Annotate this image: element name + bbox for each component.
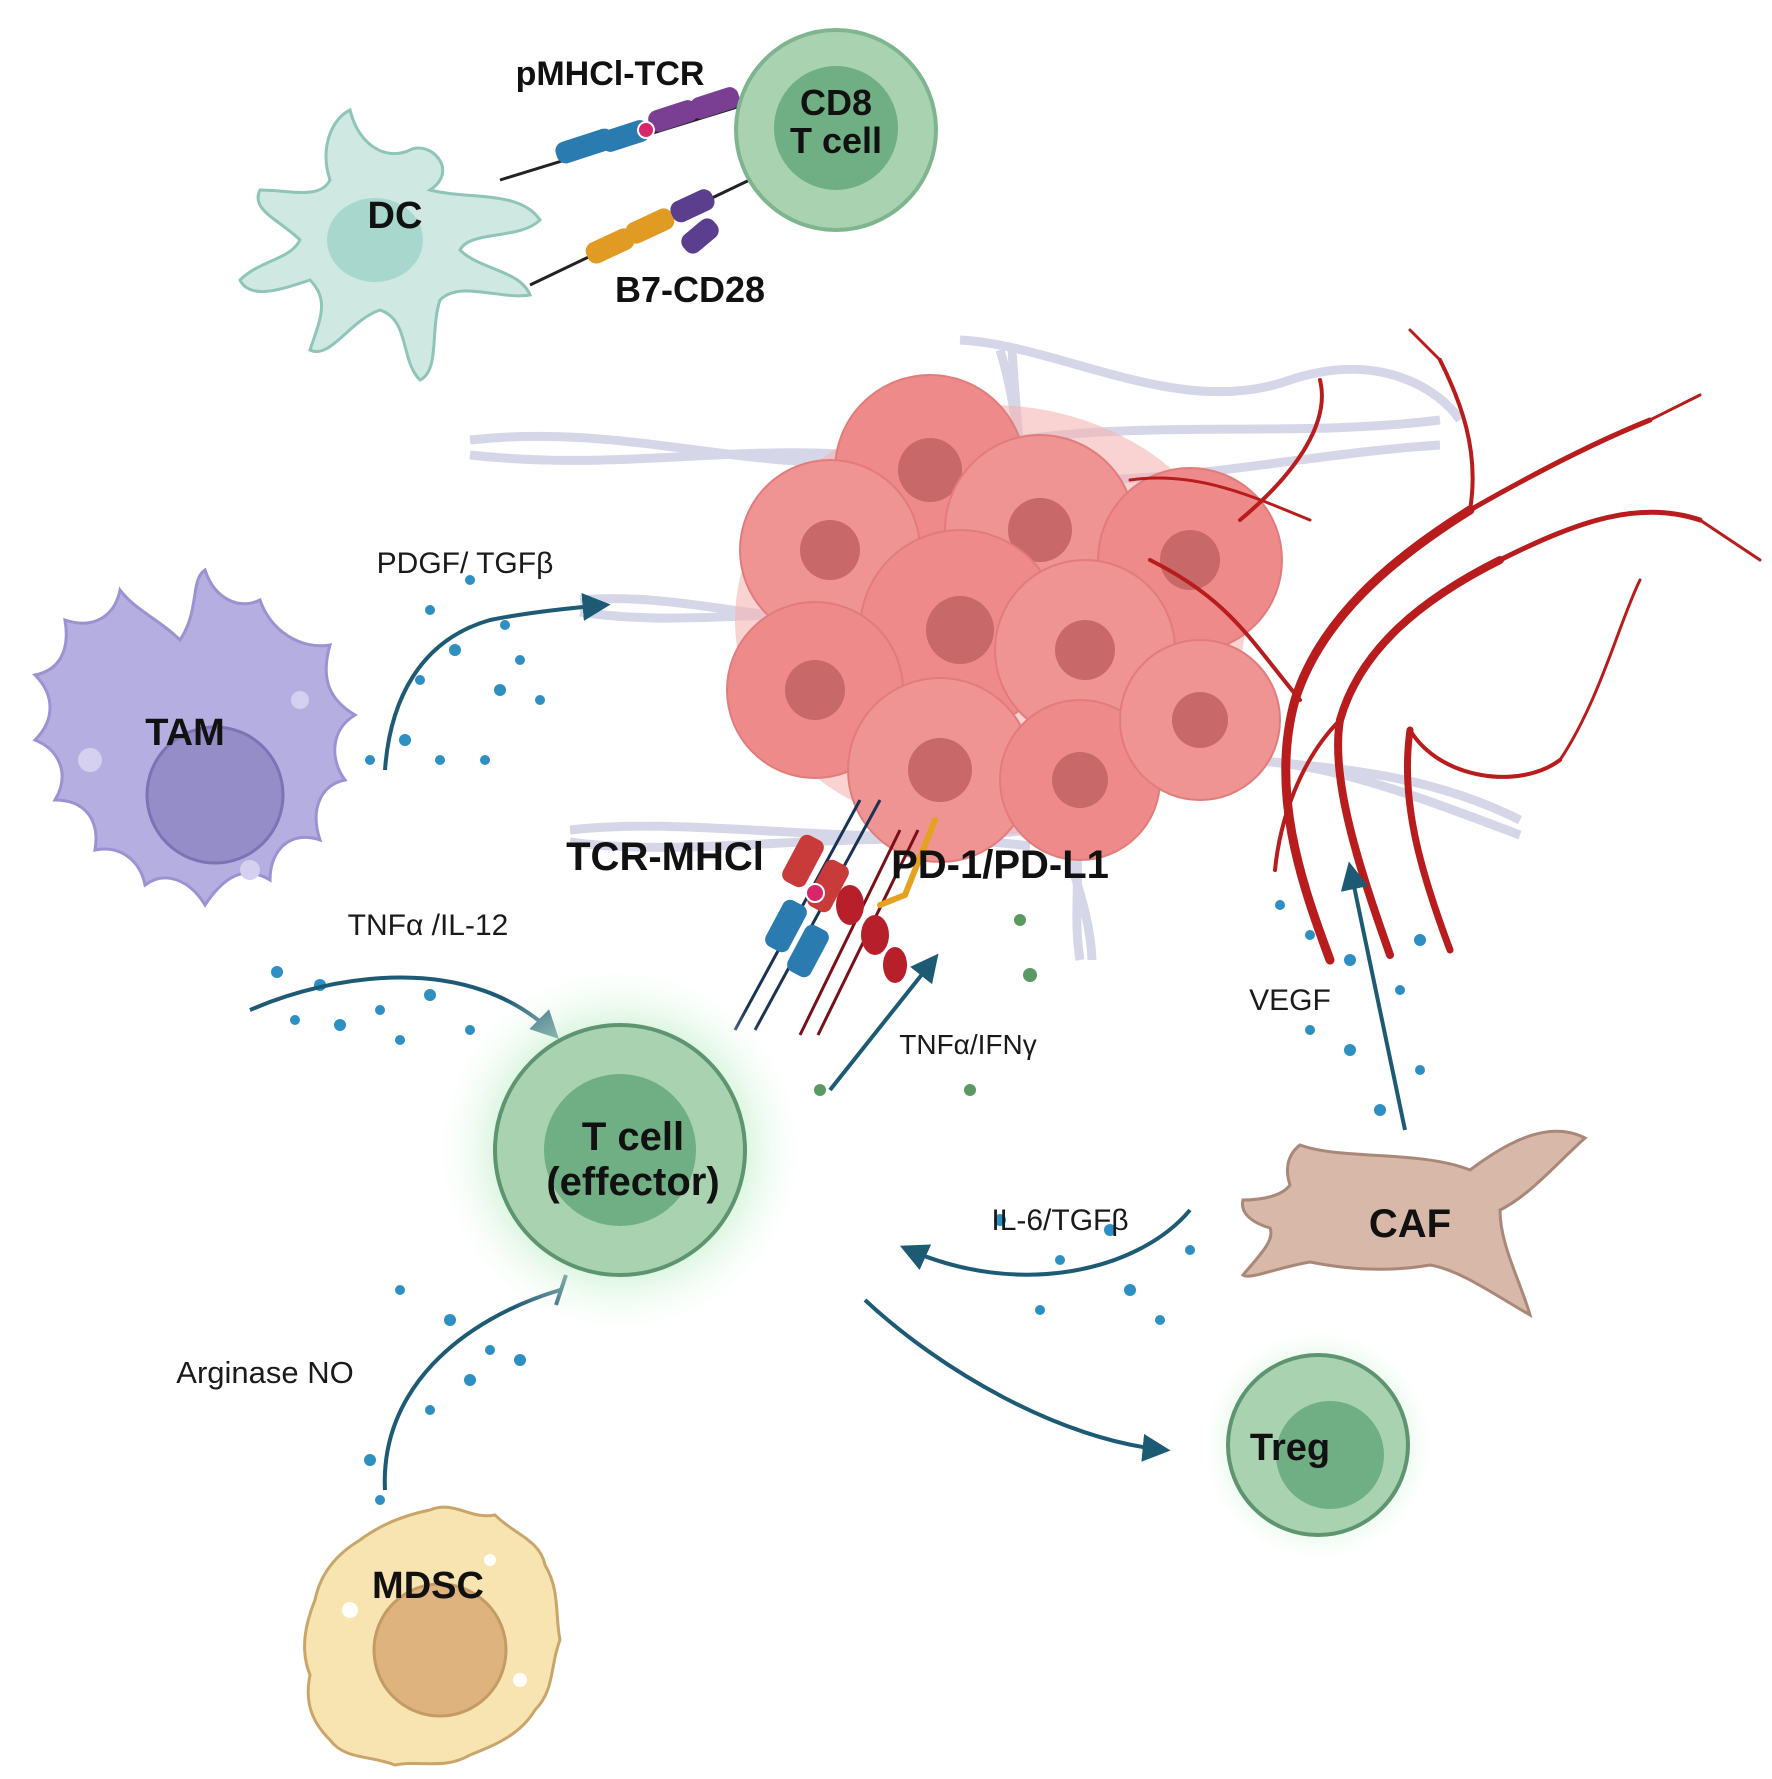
pdgf-tgfb-label: PDGF/ TGFβ	[377, 547, 554, 580]
arginase-inhibition	[382, 1288, 561, 1491]
ifng-dots	[814, 914, 1037, 1096]
effector-label-line2: (effector)	[546, 1160, 719, 1204]
effector-label-line1: T cell	[582, 1115, 684, 1159]
b7-cd28-label: B7-CD28	[615, 269, 765, 310]
regulatory-t-cell: Treg	[1198, 1325, 1438, 1565]
pmhc-tcr-label: pMHCl-TCR	[516, 55, 705, 93]
treg-label: Treg	[1250, 1427, 1330, 1469]
tumor-cell	[999, 699, 1161, 861]
vegf-label: VEGF	[1249, 984, 1331, 1017]
vegf-arrow	[1340, 861, 1407, 1131]
pd1-pdl1-receptor: PD-1/PD-L1	[798, 817, 1109, 1036]
il6-tgfb-arrow	[899, 1208, 1192, 1277]
dc-label: DC	[368, 195, 423, 237]
mdsc-label: MDSC	[372, 1565, 484, 1607]
effector-t-cell: T cell (effector)	[430, 960, 810, 1340]
caf-label: CAF	[1369, 1202, 1451, 1246]
tnfa-ifng-label: TNFα/IFNγ	[899, 1029, 1037, 1060]
myeloid-derived-suppressor-cell: MDSC	[303, 1505, 562, 1767]
blood-vessel	[1128, 328, 1762, 965]
pdgf-arrow	[383, 592, 611, 771]
tumor-associated-macrophage: TAM	[31, 567, 358, 908]
cd8-label-line1: CD8	[800, 82, 872, 123]
tnfa-il12-label: TNFα /IL-12	[348, 909, 509, 942]
tam-label: TAM	[145, 712, 225, 754]
treg-arrow	[863, 1298, 1171, 1462]
tcr-mhc-label: TCR-MHCl	[566, 835, 764, 879]
cd8-t-cell: CD8 T cell	[734, 28, 938, 232]
tumor-mass	[726, 374, 1283, 863]
pd1-pdl1-label: PD-1/PD-L1	[891, 843, 1109, 887]
tumor-cell	[1119, 639, 1281, 801]
tnfa-ifng-arrow	[828, 953, 939, 1092]
cd8-label-line2: T cell	[790, 120, 882, 161]
arginase-no-label: Arginase NO	[176, 1355, 353, 1390]
tcr-mhc-receptor: TCR-MHCl	[566, 799, 882, 1031]
pmhc-tcr-complex: pMHCl-TCR	[499, 55, 761, 182]
dendritic-cell: DC	[238, 107, 542, 382]
il6-tgfb-label: IL-6/TGFβ	[991, 1204, 1128, 1237]
b7-cd28-complex: B7-CD28	[529, 173, 765, 310]
cancer-associated-fibroblast: CAF	[1240, 1129, 1588, 1319]
